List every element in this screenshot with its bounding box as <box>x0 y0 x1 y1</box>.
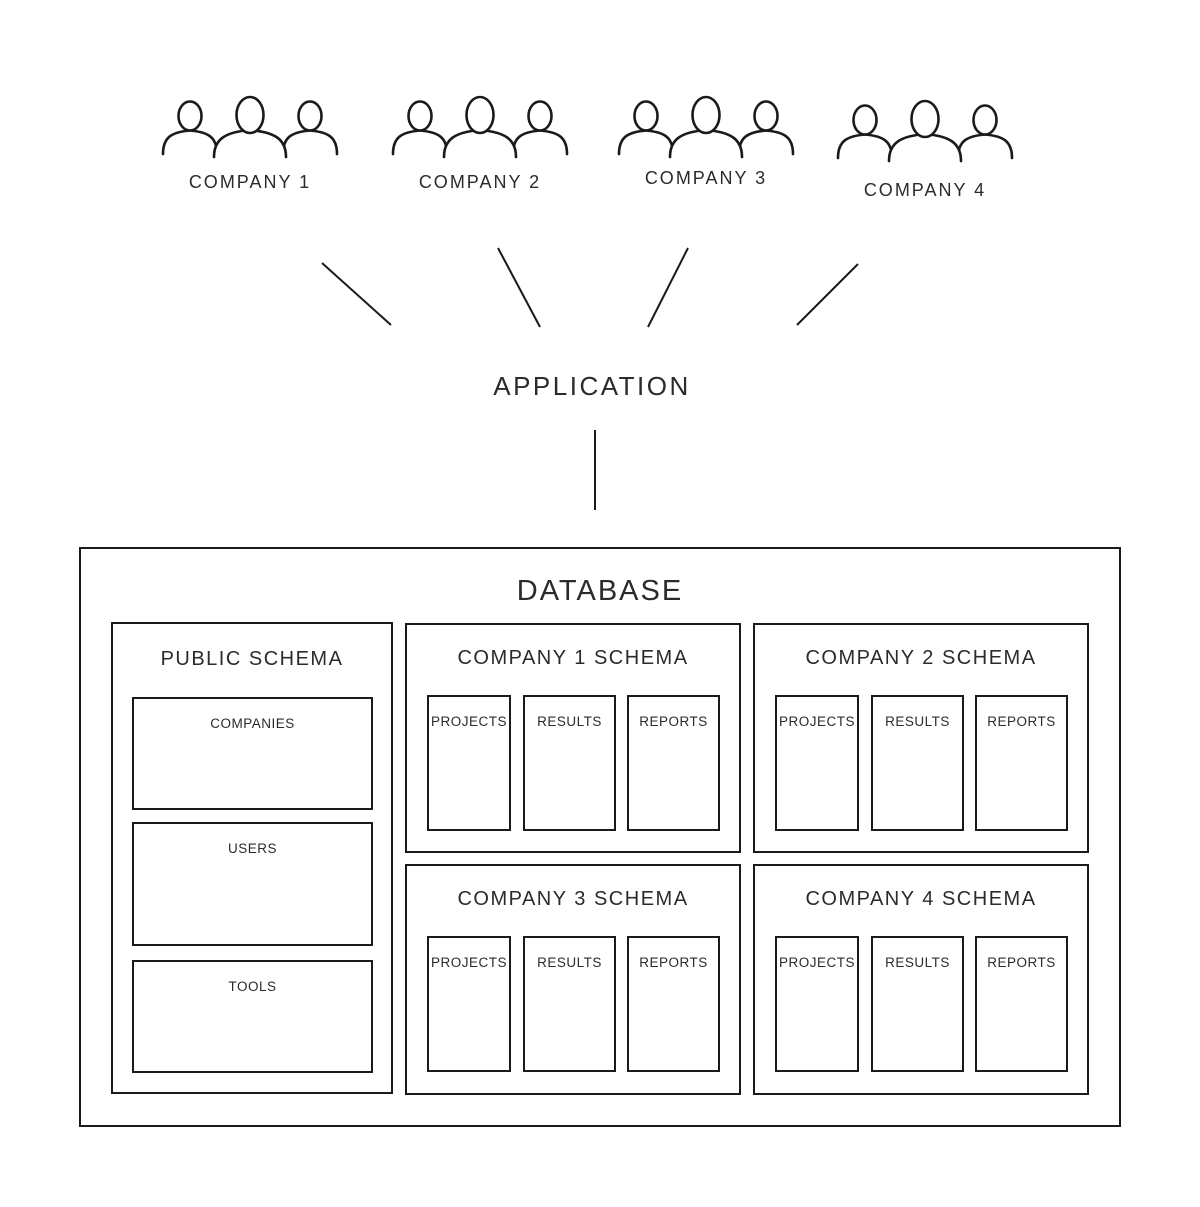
company-2-group: COMPANY 2 <box>385 95 575 193</box>
company-3-group: COMPANY 3 <box>611 95 801 193</box>
results-table-label: RESULTS <box>537 714 602 729</box>
tools-table-box: TOOLS <box>132 960 373 1073</box>
reports-table-box: REPORTS <box>627 936 720 1072</box>
results-table-label: RESULTS <box>885 955 950 970</box>
connector-lines <box>321 247 859 510</box>
users-group-icon <box>617 95 795 159</box>
company4-application-connector-line <box>796 263 859 326</box>
users-group-icon <box>836 99 1014 163</box>
users-table-label: USERS <box>227 841 277 856</box>
public-schema-box: PUBLIC SCHEMA COMPANIES USERS TOOLS <box>111 622 393 1094</box>
results-table-box: RESULTS <box>871 695 964 831</box>
company-4-label: COMPANY 4 <box>863 180 987 200</box>
projects-table-label: PROJECTS <box>430 714 507 729</box>
reports-table-label: REPORTS <box>639 714 708 729</box>
reports-table-box: REPORTS <box>627 695 720 831</box>
company-1-group: COMPANY 1 <box>155 95 345 193</box>
company-2-schema-box: COMPANY 2 SCHEMA PROJECTS RESULTS REPORT… <box>753 623 1089 853</box>
reports-table-box: REPORTS <box>975 936 1068 1072</box>
users-group-icon <box>391 95 569 159</box>
users-group-icon <box>161 95 339 159</box>
reports-table-label: REPORTS <box>987 955 1056 970</box>
public-schema-title: PUBLIC SCHEMA <box>160 648 344 670</box>
company-2-schema-title: COMPANY 2 SCHEMA <box>805 647 1037 669</box>
database-title: DATABASE <box>516 575 684 607</box>
company-1-label: COMPANY 1 <box>188 172 312 192</box>
reports-table-box: REPORTS <box>975 695 1068 831</box>
results-table-label: RESULTS <box>537 955 602 970</box>
users-table-box: USERS <box>132 822 373 946</box>
companies-table-box: COMPANIES <box>132 697 373 810</box>
company-1-schema-title: COMPANY 1 SCHEMA <box>457 647 689 669</box>
projects-table-label: PROJECTS <box>778 714 855 729</box>
company1-application-connector-line <box>321 262 392 326</box>
company3-application-connector-line <box>647 247 689 328</box>
results-table-box: RESULTS <box>523 936 616 1072</box>
company2-application-connector-line <box>497 247 541 328</box>
projects-table-box: PROJECTS <box>427 936 511 1072</box>
results-table-box: RESULTS <box>871 936 964 1072</box>
projects-table-box: PROJECTS <box>427 695 511 831</box>
company-4-schema-box: COMPANY 4 SCHEMA PROJECTS RESULTS REPORT… <box>753 864 1089 1095</box>
projects-table-box: PROJECTS <box>775 936 859 1072</box>
company-3-schema-box: COMPANY 3 SCHEMA PROJECTS RESULTS REPORT… <box>405 864 741 1095</box>
company-2-label: COMPANY 2 <box>418 172 542 192</box>
company-4-schema-title: COMPANY 4 SCHEMA <box>805 888 1037 910</box>
projects-table-box: PROJECTS <box>775 695 859 831</box>
application-label: APPLICATION <box>493 371 691 401</box>
projects-table-label: PROJECTS <box>430 955 507 970</box>
company-1-schema-box: COMPANY 1 SCHEMA PROJECTS RESULTS REPORT… <box>405 623 741 853</box>
results-table-box: RESULTS <box>523 695 616 831</box>
companies-table-label: COMPANIES <box>210 716 295 731</box>
reports-table-label: REPORTS <box>987 714 1056 729</box>
company-4-group: COMPANY 4 <box>830 99 1020 200</box>
tools-table-label: TOOLS <box>228 979 277 994</box>
reports-table-label: REPORTS <box>639 955 708 970</box>
projects-table-label: PROJECTS <box>778 955 855 970</box>
company-3-schema-title: COMPANY 3 SCHEMA <box>457 888 689 910</box>
results-table-label: RESULTS <box>885 714 950 729</box>
company-3-label: COMPANY 3 <box>644 168 768 188</box>
